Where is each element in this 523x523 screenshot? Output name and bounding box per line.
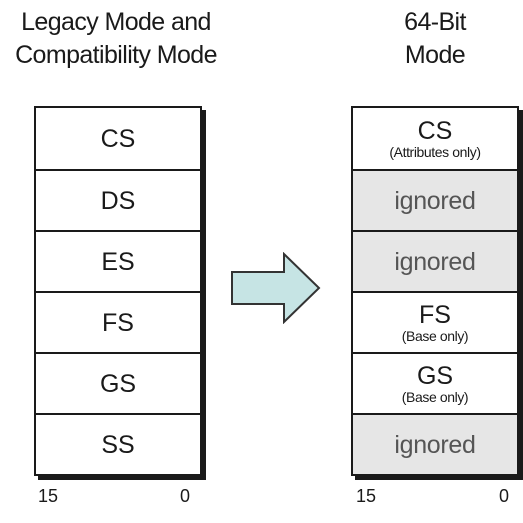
register-name: GS xyxy=(99,369,137,398)
legacy-register-cs: CS xyxy=(36,108,200,169)
64bit-register-cs: CS (Attributes only) xyxy=(353,108,517,169)
legacy-register-ss: SS xyxy=(36,413,200,474)
right-arrow-icon xyxy=(231,252,321,324)
64bit-register-ignored: ignored xyxy=(353,230,517,291)
ignored-label: ignored xyxy=(394,247,476,276)
register-name: DS xyxy=(100,186,136,215)
64bit-register-ignored: ignored xyxy=(353,413,517,474)
legacy-register-gs: GS xyxy=(36,352,200,413)
legacy-bit-15-label: 15 xyxy=(38,486,59,506)
64bit-bit-0-label: 0 xyxy=(499,486,510,506)
legacy-heading-line2: Compatibility Mode xyxy=(15,41,217,69)
64bit-heading-line1: 64-Bit xyxy=(404,8,466,36)
legacy-bit-0-label: 0 xyxy=(180,486,191,506)
legacy-segment-register-table: CS DS ES FS GS SS xyxy=(34,106,202,476)
64bit-mode-heading: 64-Bit Mode xyxy=(350,6,520,72)
register-note: (Attributes only) xyxy=(389,143,481,160)
legacy-heading-line1: Legacy Mode and xyxy=(21,8,211,36)
64bit-register-gs: GS (Base only) xyxy=(353,352,517,413)
legacy-register-fs: FS xyxy=(36,291,200,352)
register-note: (Base only) xyxy=(401,388,469,405)
register-name: CS xyxy=(100,124,136,153)
64bit-register-ignored: ignored xyxy=(353,169,517,230)
register-name: SS xyxy=(101,430,135,459)
register-name: FS xyxy=(419,300,451,329)
64bit-bit-15-label: 15 xyxy=(356,486,377,506)
ignored-label: ignored xyxy=(394,430,476,459)
register-name: FS xyxy=(102,308,134,337)
64bit-segment-register-table: CS (Attributes only) ignored ignored FS … xyxy=(351,106,519,476)
register-name: GS xyxy=(416,361,454,390)
64bit-heading-line2: Mode xyxy=(404,41,466,69)
legacy-mode-heading: Legacy Mode and Compatibility Mode xyxy=(0,6,232,72)
legacy-register-ds: DS xyxy=(36,169,200,230)
64bit-register-fs: FS (Base only) xyxy=(353,291,517,352)
register-name: ES xyxy=(101,247,135,276)
ignored-label: ignored xyxy=(394,186,476,215)
register-name: CS xyxy=(417,116,453,145)
register-note: (Base only) xyxy=(401,327,469,344)
legacy-register-es: ES xyxy=(36,230,200,291)
arrow-shape xyxy=(231,252,321,324)
